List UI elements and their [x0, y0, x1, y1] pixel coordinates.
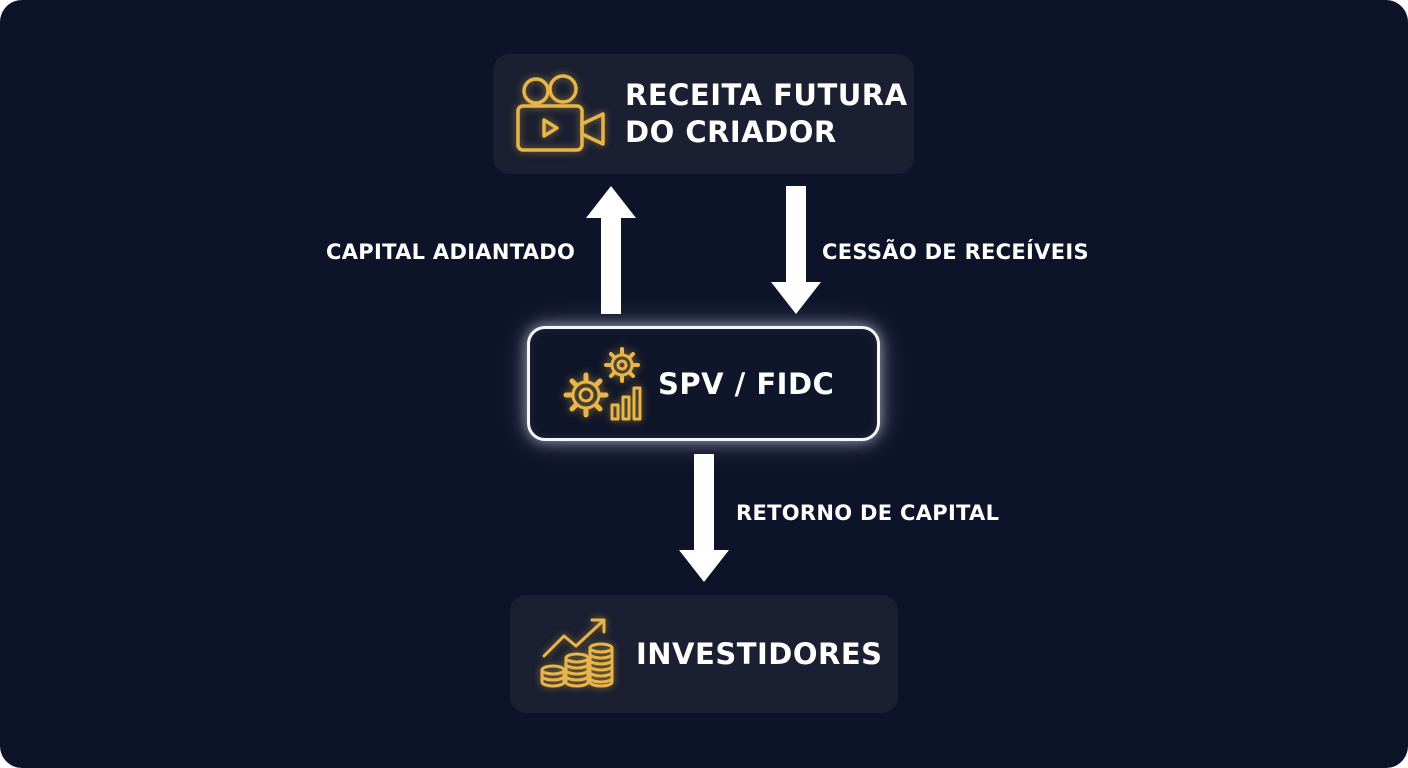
edge-label-receivables-assignment: CESSÃO DE RECEÍVEIS — [822, 240, 1089, 264]
arrow-down-bottom — [679, 454, 729, 582]
edge-label-capital-advanced: CAPITAL ADIANTADO — [326, 240, 576, 264]
node-investors: INVESTIDORES — [510, 595, 898, 713]
investors-label: INVESTIDORES — [636, 637, 883, 671]
creator-revenue-line1: RECEITA FUTURA — [625, 78, 908, 112]
node-spv-fidc: SPV / FIDC — [527, 326, 880, 441]
arrow-down-right — [771, 186, 821, 314]
arrow-up — [586, 186, 636, 314]
node-creator-revenue: RECEITA FUTURA DO CRIADOR — [493, 54, 914, 174]
coins-growth-icon — [538, 614, 618, 694]
creator-revenue-line2: DO CRIADOR — [625, 115, 837, 149]
spv-fidc-label: SPV / FIDC — [658, 366, 835, 401]
creator-revenue-label: RECEITA FUTURA DO CRIADOR — [625, 77, 908, 151]
gears-chart-icon — [562, 345, 644, 423]
video-camera-icon — [513, 74, 609, 154]
edge-label-capital-return: RETORNO DE CAPITAL — [736, 501, 1000, 525]
